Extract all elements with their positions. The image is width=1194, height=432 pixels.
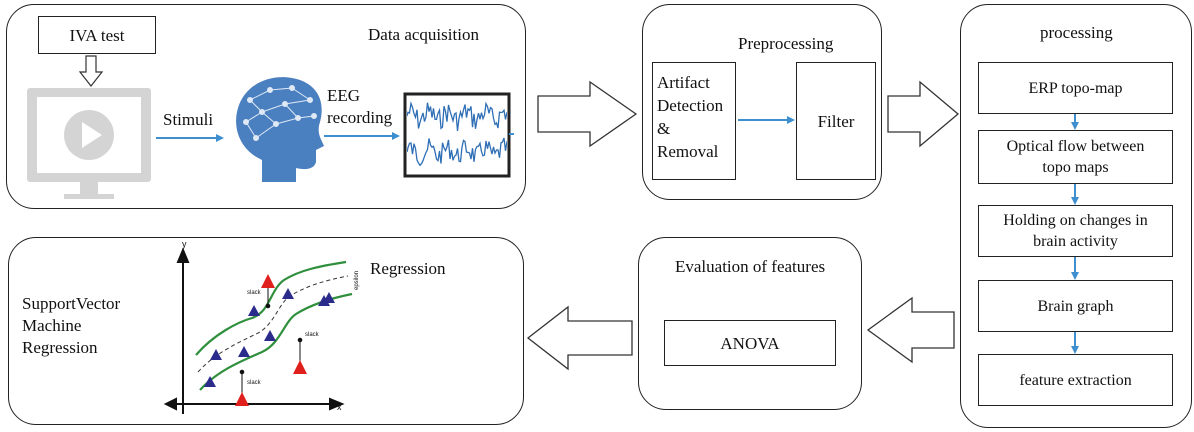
svr-plot: y x slack slack slack epsilon [163, 239, 360, 414]
svr-point-inside [323, 292, 335, 303]
svr-point-inside [210, 349, 222, 360]
svr-point-inside [238, 346, 250, 357]
svr-axes [163, 247, 345, 414]
processing-step-label: Brain graph [1037, 297, 1114, 315]
processing-step-erp-topomap: ERP topo-map [978, 62, 1173, 114]
anova-label: ANOVA [720, 333, 780, 353]
svr-point-outlier [261, 274, 275, 288]
processing-step-label: Holding on changes in [1003, 212, 1148, 229]
svr-x-axis-label: x [337, 402, 342, 412]
artifact-line4: Removal [657, 142, 719, 161]
svr-label-line1: SupportVector [22, 294, 121, 313]
slack-label: slack [305, 332, 320, 338]
arrow-acquisition-to-preprocessing [537, 80, 638, 148]
monitor-play-icon [27, 88, 151, 199]
arrow-evaluation-to-regression [526, 305, 633, 371]
down-hollow-arrow [78, 55, 104, 87]
slack-label: slack [247, 290, 262, 296]
svr-point-inside [248, 305, 260, 316]
regression-panel [8, 237, 524, 425]
processing-title: processing [1040, 23, 1113, 42]
svr-point-inside [318, 295, 330, 306]
data-acquisition-title: Data acquisition [368, 25, 479, 44]
svr-point-outlier [293, 360, 307, 374]
epsilon-label: epsilon [354, 271, 360, 290]
evaluation-title: Evaluation of features [675, 257, 826, 276]
filter-box: Filter [796, 62, 876, 180]
arrow-preprocessing-to-processing [887, 80, 960, 148]
eeg-label-line1: EEG [327, 86, 361, 105]
processing-step-brain-graph: Brain graph [978, 280, 1173, 332]
processing-step-label: brain activity [1033, 233, 1118, 250]
svr-point-inside [282, 288, 294, 299]
processing-step-label: ERP topo-map [1028, 79, 1123, 97]
stimuli-label: Stimuli [163, 110, 214, 129]
svr-upper-band [195, 260, 347, 356]
processing-step-brain-activity: Holding on changes in brain activity [978, 205, 1173, 257]
svr-regression-curve [197, 275, 349, 373]
svr-point-inside [204, 376, 216, 387]
artifact-line2: Detection [657, 96, 724, 115]
eeg-waveform-icon [403, 92, 511, 178]
eeg-label-line2: recording [327, 108, 393, 127]
iva-test-box: IVA test [38, 16, 156, 54]
regression-title: Regression [370, 259, 446, 278]
iva-test-label: IVA test [69, 25, 125, 45]
filter-label: Filter [817, 111, 855, 131]
processing-step-label: topo maps [1042, 159, 1109, 176]
processing-step-optical-flow: Optical flow between topo maps [978, 130, 1173, 184]
svr-label-line2: Machine [22, 316, 82, 335]
artifact-removal-box: Artifact Detection & Removal [652, 62, 736, 180]
artifact-line1: Artifact [657, 73, 710, 92]
preprocessing-title: Preprocessing [738, 34, 834, 53]
svr-label-line3: Regression [22, 338, 98, 357]
arrow-processing-to-evaluation [866, 296, 955, 364]
processing-step-label: feature extraction [1019, 371, 1132, 389]
slack-label: slack [247, 380, 262, 386]
anova-box: ANOVA [664, 320, 836, 366]
artifact-line3: & [657, 119, 671, 138]
processing-step-feature-extraction: feature extraction [978, 354, 1173, 406]
brain-network-head-icon [236, 77, 324, 182]
svr-point-outlier [235, 392, 249, 406]
svr-point-inside [264, 330, 276, 341]
processing-step-label: Optical flow between [1006, 138, 1145, 155]
svr-y-axis-label: y [182, 239, 187, 249]
